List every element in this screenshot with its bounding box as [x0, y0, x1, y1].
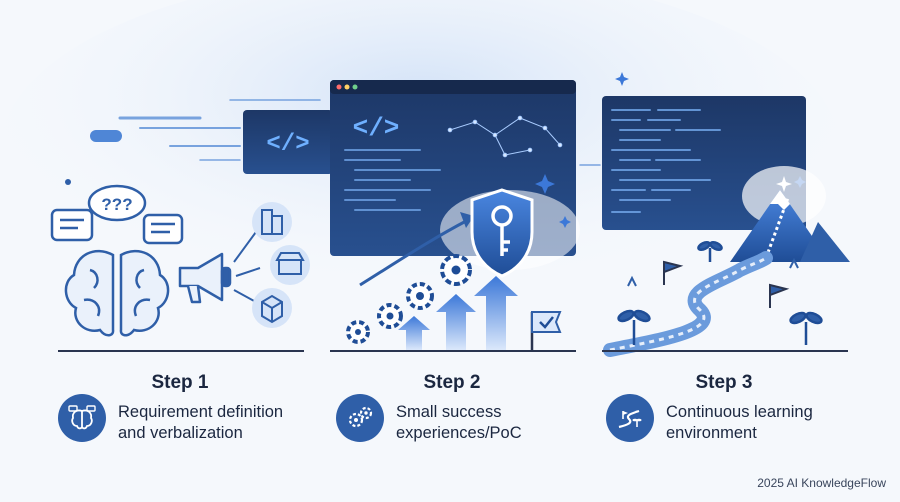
chat-bubble-icon	[50, 208, 184, 245]
footer-credit: 2025 AI KnowledgeFlow	[757, 476, 886, 490]
megaphone-icon	[178, 252, 232, 304]
step2-title: Step 2	[423, 372, 481, 393]
step1-desc-line1: Requirement definition	[118, 403, 284, 421]
code-tag-large-icon: </>	[353, 113, 400, 143]
mountain-icon	[730, 190, 850, 262]
step1-desc-line2: and verbalization	[118, 424, 243, 442]
sprout-icon	[617, 241, 823, 345]
milestone-flag-icon	[663, 260, 790, 308]
brain-icon	[64, 249, 170, 337]
brain-chat-icon	[58, 394, 106, 442]
thought-bubble-text: ???	[101, 195, 132, 214]
code-tag-icon: </>	[266, 131, 309, 158]
path-icon	[606, 394, 654, 442]
step3-title: Step 3	[695, 372, 753, 393]
thought-bubble-icon: ???	[87, 184, 147, 222]
step2-baseline	[330, 350, 576, 352]
step2-desc-line2: experiences/PoC	[396, 424, 522, 442]
step3-baseline	[602, 350, 848, 352]
step3-description: Continuous learning environment	[666, 396, 866, 444]
step2-desc-line1: Small success	[396, 403, 502, 421]
growth-arrow-icon	[359, 218, 469, 287]
building-icon	[252, 202, 292, 242]
step3-row: Continuous learning environment	[606, 394, 866, 444]
small-code-window	[243, 110, 333, 174]
step2-description: Small success experiences/PoC	[396, 396, 596, 444]
step1-row: Requirement definition and verbalization	[58, 394, 318, 444]
step3-desc-line1: Continuous learning	[666, 403, 813, 421]
gears-icon	[336, 394, 384, 442]
step2-row: Small success experiences/PoC	[336, 394, 596, 444]
rising-arrows-icon	[398, 276, 518, 350]
shield-key-icon	[470, 188, 534, 278]
shop-icon	[270, 245, 310, 285]
box-icon	[252, 288, 292, 328]
step1-title: Step 1	[151, 372, 209, 393]
check-flag-icon	[530, 311, 562, 350]
step3-desc-line2: environment	[666, 424, 757, 442]
step1-description: Requirement definition and verbalization	[118, 396, 318, 444]
step1-baseline	[58, 350, 304, 352]
